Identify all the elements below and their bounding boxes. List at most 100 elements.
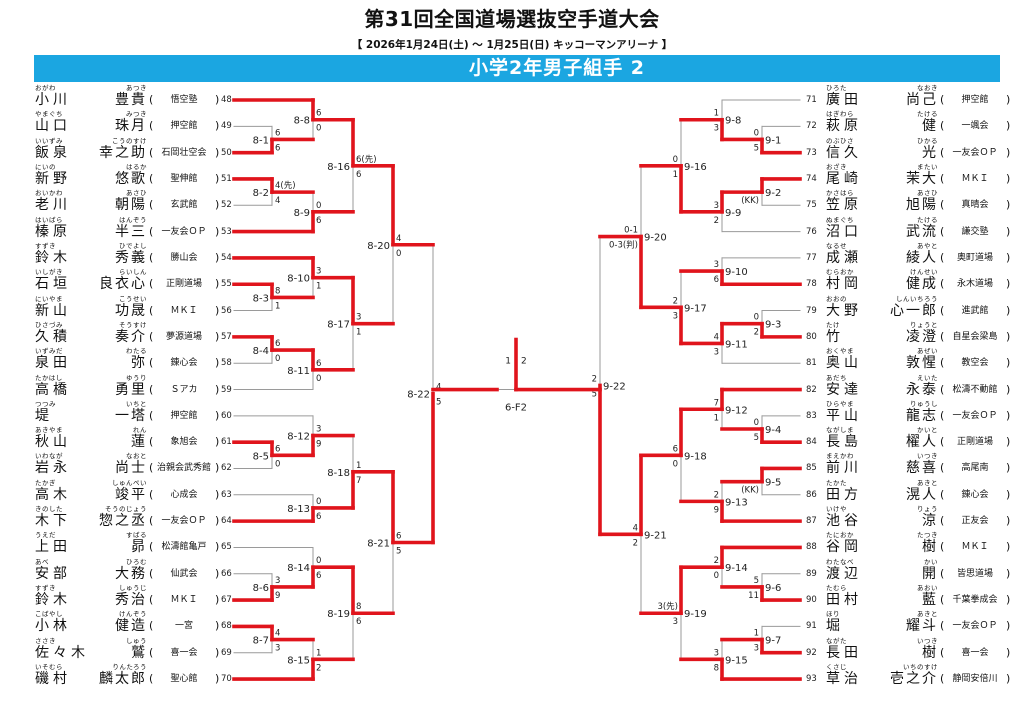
score-top: 1 [714,109,719,119]
given-name-reading: りんたろう [112,663,147,672]
given-name: しゅうじ秀治 [93,584,147,608]
family-name-reading: あべ [35,557,49,566]
given-name-reading: たつき [917,531,938,540]
score-top: 7 [714,398,719,408]
family-name: あきやま秋山 [35,426,91,450]
match-label: 9-1 [765,135,781,146]
family-name-reading: あきやま [35,426,63,435]
paren-open: ( [149,303,154,317]
score-top: 0 [754,418,759,428]
match-label: 8-16 [327,162,350,173]
paren-close: ) [1006,408,1011,422]
paren-open: ( [940,382,945,396]
family-name-text: 木下 [35,513,71,530]
paren-open: ( [940,435,945,449]
entry-number: 77 [806,252,817,263]
given-name-text: 開 [922,565,938,582]
family-name-text: 沼口 [826,223,862,240]
paren-open: ( [149,593,154,607]
family-name-text: 小川 [35,92,71,108]
given-name-reading: あぜい [917,347,938,356]
score-top: 6 [673,444,678,454]
given-name-text: 慈喜 [906,460,938,477]
family-name: ほり堀 [826,610,882,634]
given-name: あおい藍 [884,584,938,608]
family-name: わたなべ渡辺 [826,558,882,582]
event-date-venue: 【 2026年1月24日(土) ～ 1月25日(日) キッコーマンアリーナ 】 [351,39,673,51]
given-name: かいと櫂人 [884,426,938,450]
paren-close: ) [1006,435,1011,449]
family-name-reading: ひろた [826,84,847,92]
family-name-reading: おいかわ [35,189,63,198]
dojo-name: 一友会ＯＰ [161,226,207,237]
family-name-reading: たかはし [35,373,63,382]
family-name: かさはら笠原 [826,189,882,213]
score-bottom: 3 [673,617,678,627]
given-name: いちと一塔 [93,400,147,424]
given-name-reading: ひかる [917,136,938,145]
given-name-text: 悠歌 [115,170,147,187]
entry-number: 67 [221,595,232,606]
score-bottom: 2 [316,663,321,673]
family-name-reading: こばやし [35,610,63,619]
family-name-text: 鈴木 [35,249,71,266]
given-name-reading: はるか [126,162,147,171]
given-name: しんいちろう心一郎 [884,295,938,319]
match-label: 8-22 [407,390,430,401]
paren-open: ( [940,566,945,580]
tournament-title: 第31回全国道場選抜空手道大会 [364,7,660,31]
family-name-text: 田方 [826,486,862,503]
family-name: すずき鈴木 [35,584,91,608]
given-name: りょう涼 [884,505,938,529]
given-name: はんぞう半三 [93,216,147,240]
given-name: こうのすけ幸之助 [93,137,147,161]
family-name-reading: はぎわら [826,110,854,119]
family-name-text: 大野 [826,302,862,319]
paren-close: ) [215,224,220,238]
family-name-text: 上田 [35,539,71,556]
family-name-text: 奥山 [826,355,862,372]
final-score-left: 1 [505,357,511,367]
score-bottom: 2 [754,328,759,338]
family-name-text: 小林 [35,618,71,635]
family-name-text: 佐々木 [35,644,89,661]
given-name-reading: かいと [917,426,938,435]
entry-number: 54 [221,252,232,263]
dojo-name: 心成会 [170,489,198,500]
given-name-reading: しゅんぺい [112,478,147,487]
given-name: りんたろう麟太郎 [93,663,147,687]
family-name-reading: のぶひさ [826,136,854,145]
given-name-reading: あきと [917,610,938,619]
given-name: すばる昴 [93,531,147,555]
paren-open: ( [940,119,945,133]
paren-open: ( [940,645,945,659]
given-name-text: 武流 [906,223,938,240]
entry-number: 49 [221,121,232,132]
dojo-name: 石岡壮空会 [161,147,207,158]
paren-open: ( [149,461,154,475]
family-name: たかはし高橋 [35,374,91,398]
score-top: 3 [356,313,361,323]
given-name-reading: いつき [917,636,938,645]
category-banner: 小学2年男子組手 2 [34,55,1000,82]
family-name-reading: かさはら [826,189,854,198]
family-name: いそむら磯村 [35,663,91,687]
dojo-name: 謙交塾 [961,226,989,237]
paren-open: ( [149,435,154,449]
family-name-reading: まえかわ [826,452,854,461]
paren-open: ( [149,540,154,554]
family-name: おいかわ老川 [35,189,91,213]
paren-close: ) [1006,329,1011,343]
score-bottom: 3 [714,124,719,134]
paren-close: ) [1006,672,1011,686]
match-label: 9-9 [725,208,741,219]
score-bottom: 3 [754,644,759,654]
score-top: 8 [356,602,361,612]
score-top: 2 [592,374,597,384]
paren-close: ) [1006,645,1011,659]
paren-open: ( [149,171,154,185]
match-label: 8-1 [253,135,269,146]
paren-close: ) [215,277,220,291]
score-bottom: 1 [714,413,719,423]
